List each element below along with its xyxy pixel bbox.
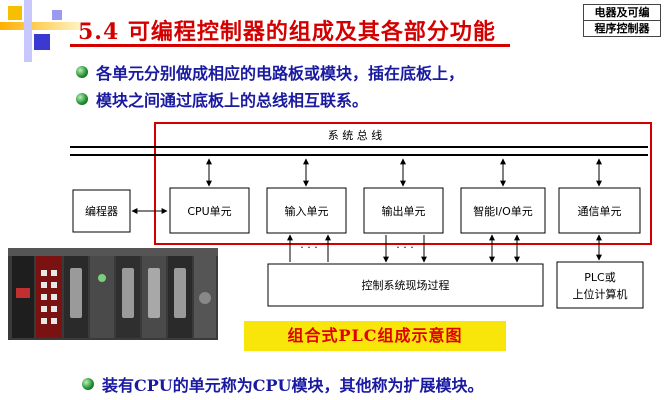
slide-title: 5.4 可编程控制器的组成及其各部分功能 [78,19,496,45]
course-name-box: 电器及可编 程序控制器 [583,4,661,37]
comm-unit-box [558,187,641,234]
output-unit-box [363,187,444,234]
bus-label: 系 统 总 线 [328,128,383,142]
smart-io-unit-label: 智能I/O单元 [473,204,533,218]
bullet-3-text: 装有CPU的单元称为CPU模块，其他称为扩展模块。 [102,376,484,395]
course-name-line-1: 电器及可编 [584,5,660,21]
field-process-label: 控制系统现场过程 [362,278,450,292]
host-computer-label-2: 上位计算机 [573,287,628,301]
bullet-2-text: 模块之间通过底板上的总线相互联系。 [96,91,369,110]
output-unit-label: 输出单元 [382,204,426,218]
diagram-caption: 组合式PLC组成示意图 [244,321,506,351]
bullet-3: 装有CPU的单元称为CPU模块，其他称为扩展模块。 [82,372,483,396]
smart-io-unit-box [460,187,546,234]
cpu-unit-label: CPU单元 [187,205,231,218]
bullet-2: 模块之间通过底板上的总线相互联系。 [76,87,368,111]
field-process-box [267,263,544,307]
host-computer-label-1: PLC或 [584,271,615,284]
output-ellipsis: · · · [396,241,413,254]
host-computer-box [556,261,644,309]
input-ellipsis: · · · [300,241,317,254]
green-bullet-icon [82,378,94,390]
comm-unit-label: 通信单元 [578,205,622,218]
green-bullet-icon [76,93,88,105]
title-underline [70,44,510,47]
corner-decoration [0,0,80,62]
green-bullet-icon [76,66,88,78]
plc-hardware-photo [8,248,218,340]
plc-frame [154,122,652,245]
input-unit-box [266,187,347,234]
programmer-box [72,189,131,233]
input-unit-label: 输入单元 [285,204,329,218]
course-name-line-2: 程序控制器 [594,22,650,35]
bullet-1-text: 各单元分别做成相应的电路板或模块，插在底板上， [96,64,465,83]
programmer-label: 编程器 [85,204,118,218]
cpu-unit-box [169,187,250,234]
bullet-1: 各单元分别做成相应的电路板或模块，插在底板上， [76,60,464,84]
